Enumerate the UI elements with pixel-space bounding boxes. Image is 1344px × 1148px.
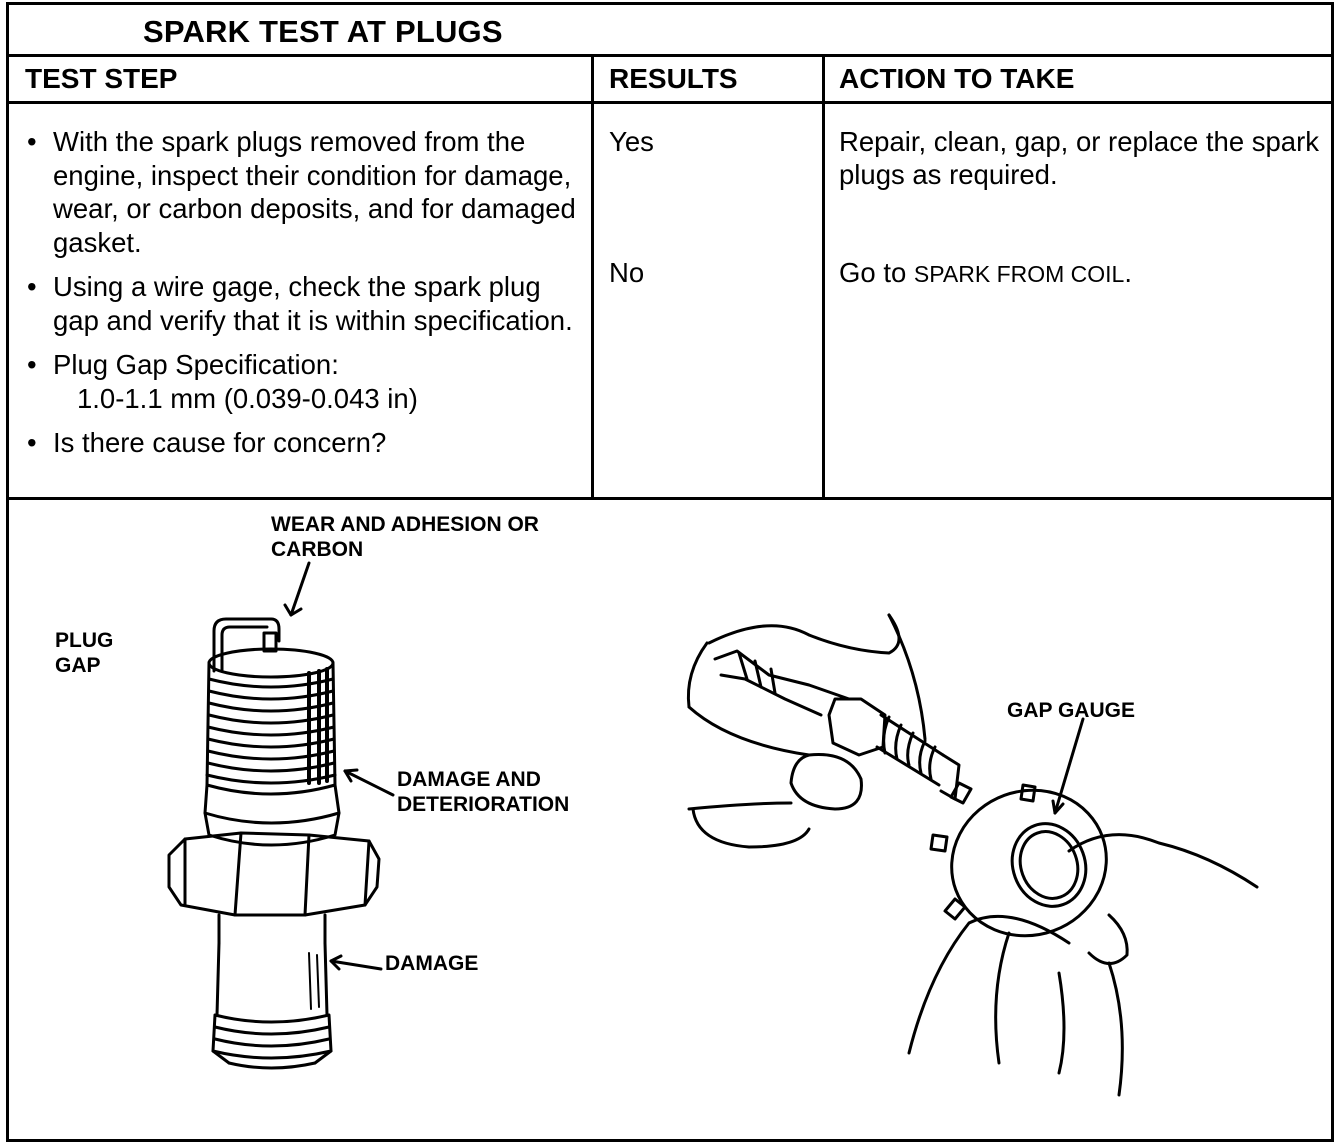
gap-gauge-leader-line	[1053, 717, 1085, 815]
step-text: With the spark plugs removed from the en…	[53, 126, 576, 258]
page-title: SPARK TEST AT PLUGS	[143, 14, 503, 49]
title-divider	[9, 54, 1331, 57]
result-yes: Yes	[609, 126, 654, 157]
action-no-suffix: .	[1124, 257, 1132, 288]
column-header-results: RESULTS	[609, 63, 738, 94]
column-header-action: ACTION TO TAKE	[839, 63, 1075, 94]
spark-plug-illustration: WEAR AND ADHESION OR CARBON PLUG GAP DAM…	[55, 513, 1259, 1097]
list-item: • With the spark plugs removed from the …	[25, 125, 585, 259]
spark-from-coil-link[interactable]: SPARK FROM COIL	[913, 261, 1125, 287]
result-no: No	[609, 257, 645, 288]
step-text: Is there cause for concern?	[53, 427, 387, 458]
gap-gauge-drawing	[686, 613, 1259, 1097]
wear-leader-line	[289, 561, 311, 617]
bullet: •	[27, 349, 37, 380]
spark-plug-drawing	[167, 617, 381, 1070]
label-damage-deterioration-line1: DAMAGE AND	[397, 768, 541, 791]
action-no: Go to SPARK FROM COIL.	[839, 256, 1319, 291]
list-item: • Plug Gap Specification: 1.0-1.1 mm (0.…	[25, 348, 585, 415]
label-wear-line2: CARBON	[271, 538, 363, 561]
bullet: •	[27, 427, 37, 458]
damage-deterioration-leader-line	[343, 769, 395, 797]
label-wear-line1: WEAR AND ADHESION OR	[271, 513, 539, 536]
bullet: •	[27, 271, 37, 302]
column-header-test-step: TEST STEP	[25, 63, 178, 94]
action-no-prefix: Go to	[839, 257, 914, 288]
action-yes: Repair, clean, gap, or replace the spark…	[839, 126, 1320, 190]
label-plug-gap-line1: PLUG	[55, 629, 113, 652]
label-damage: DAMAGE	[385, 952, 478, 975]
step-text: Using a wire gage, check the spark plug …	[53, 271, 573, 336]
test-step-list: • With the spark plugs removed from the …	[25, 125, 585, 471]
column-divider-1	[591, 55, 594, 499]
step-text: Plug Gap Specification:	[53, 349, 339, 380]
list-item: • Is there cause for concern?	[25, 426, 585, 460]
column-divider-2	[822, 55, 825, 499]
table-bottom-divider	[9, 497, 1331, 500]
plug-gap-spec-value: 1.0-1.1 mm (0.039-0.043 in)	[77, 382, 418, 414]
header-divider	[9, 101, 1331, 104]
label-plug-gap-line2: GAP	[55, 654, 101, 677]
list-item: • Using a wire gage, check the spark plu…	[25, 270, 585, 337]
procedure-sheet: SPARK TEST AT PLUGS TEST STEP RESULTS AC…	[6, 2, 1334, 1142]
damage-leader-line	[329, 959, 383, 971]
label-gap-gauge: GAP GAUGE	[1007, 699, 1135, 722]
label-damage-deterioration-line2: DETERIORATION	[397, 793, 569, 816]
bullet: •	[27, 126, 37, 157]
